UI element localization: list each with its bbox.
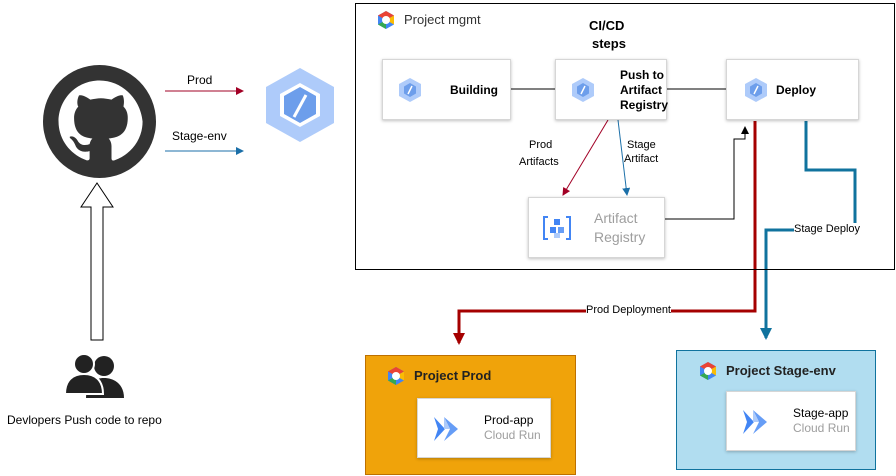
prod-artifacts-edge	[562, 119, 609, 196]
stage-artifact-edge	[617, 119, 631, 196]
cloud-build-icon	[399, 78, 421, 102]
push-to-artifact-registry-node[interactable]: Push to Artifact Registry	[555, 59, 669, 120]
stage-deploy-label: Stage Deploy	[794, 223, 861, 236]
artifact-registry-icon	[543, 216, 571, 240]
gcp-logo-icon	[388, 367, 404, 385]
push-label-line3: Registry	[620, 98, 669, 112]
developers-icon	[63, 352, 128, 400]
cloud-build-icon	[745, 78, 767, 102]
project-stage-title: Project Stage-env	[726, 363, 836, 378]
developers-caption: Devlopers Push code to repo	[7, 413, 162, 427]
cloud-build-icon	[260, 65, 340, 145]
stage-app-name: Stage-app	[793, 406, 849, 420]
push-label-line2: Artifact	[620, 83, 663, 97]
deploy-node[interactable]: Deploy	[726, 59, 859, 120]
cicd-heading-line1: CI/CD	[589, 18, 625, 33]
project-prod-title: Project Prod	[414, 368, 492, 383]
project-stage-container: Project Stage-env Stage-app Cloud Run	[676, 350, 876, 470]
prod-app-service: Cloud Run	[484, 428, 541, 442]
artifact-registry-label-line1: Artifact	[594, 210, 638, 226]
prod-app-node[interactable]: Prod-app Cloud Run	[417, 398, 551, 458]
stage-artifact-label-line1: Stage	[627, 139, 656, 152]
registry-to-deploy-edge	[665, 126, 749, 220]
stage-artifact-label-line2: Artifact	[624, 153, 659, 166]
prod-artifacts-label-line2: Artifacts	[519, 156, 559, 169]
stage-app-node[interactable]: Stage-app Cloud Run	[726, 391, 856, 451]
building-label: Building	[450, 83, 498, 97]
artifact-registry-label-line2: Registry	[594, 229, 646, 245]
cloud-run-icon	[434, 417, 458, 441]
artifact-registry-node[interactable]: Artifact Registry	[528, 197, 665, 258]
github-icon	[43, 65, 156, 178]
stage-app-service: Cloud Run	[793, 421, 850, 435]
gcp-logo-icon	[376, 10, 396, 30]
cloud-build-icon	[572, 78, 594, 102]
project-prod-container: Project Prod Prod-app Cloud Run	[365, 355, 576, 475]
stage-deploy-edge	[760, 121, 857, 340]
stage-env-label: Stage-env	[172, 129, 227, 143]
prod-deployment-label: Prod Deployment	[586, 304, 671, 317]
developers-push-arrow	[80, 182, 114, 341]
building-node[interactable]: Building	[382, 59, 511, 120]
push-label-line1: Push to	[620, 68, 664, 82]
prod-artifacts-label-line1: Prod	[529, 139, 553, 152]
prod-app-name: Prod-app	[484, 413, 534, 427]
cloud-run-icon	[743, 410, 767, 434]
prod-label: Prod	[187, 73, 213, 87]
project-mgmt-title: Project mgmt	[404, 12, 481, 27]
project-mgmt-container	[355, 3, 895, 270]
gcp-logo-icon	[700, 362, 716, 380]
deploy-label: Deploy	[776, 83, 817, 97]
cicd-heading-line2: steps	[592, 36, 626, 51]
